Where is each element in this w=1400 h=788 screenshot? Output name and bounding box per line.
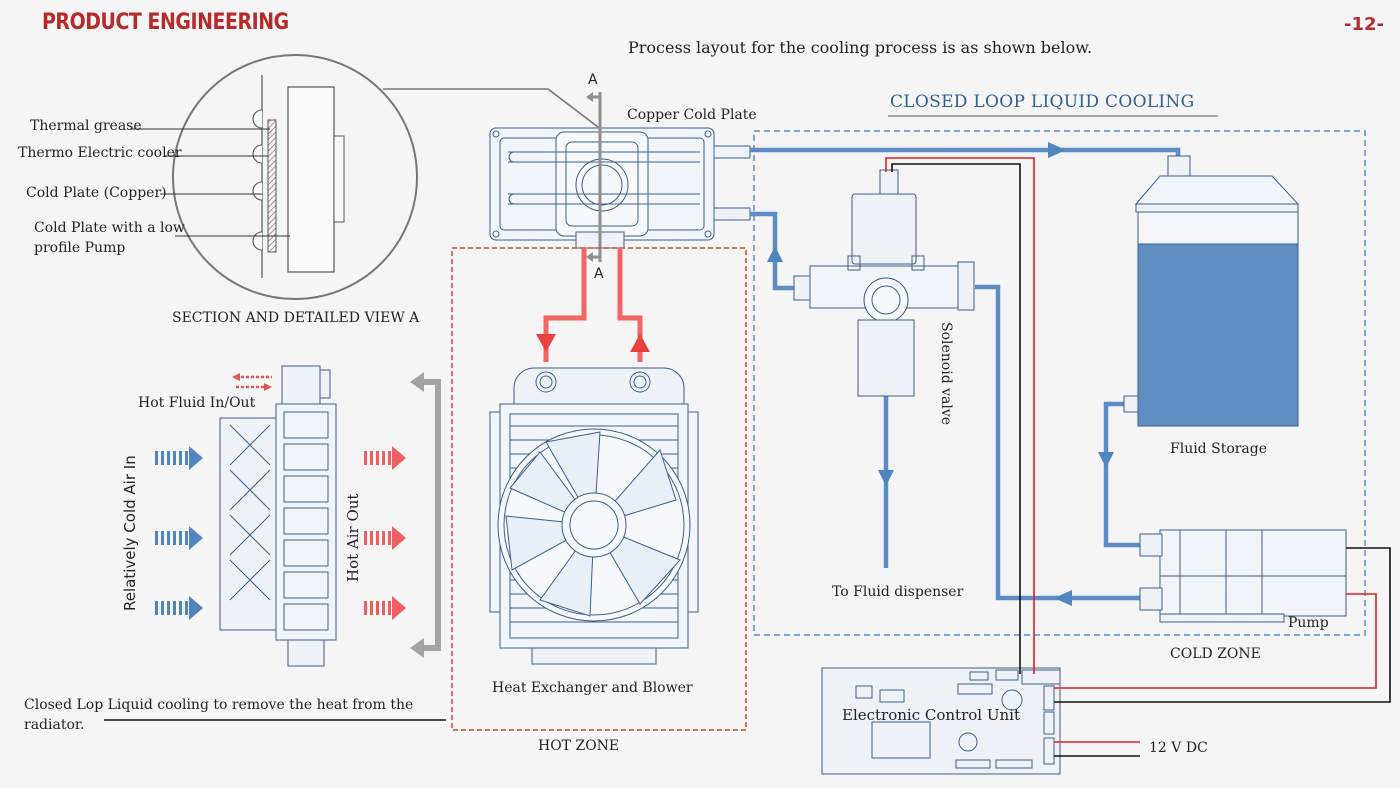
footnote-line-2: radiator. [24, 717, 85, 733]
closed-loop-title: CLOSED LOOP LIQUID COOLING [890, 92, 1195, 112]
label-cold-plate-pump-2: profile Pump [34, 240, 126, 256]
section-marker-top: A [588, 72, 598, 88]
label-cold-plate-pump-1: Cold Plate with a low [34, 220, 185, 236]
cold-air-label: Relatively Cold Air In [121, 455, 139, 611]
hot-fluid-arrows [232, 373, 272, 391]
intro-text: Process layout for the cooling process i… [628, 38, 1093, 57]
copper-cold-plate [489, 127, 751, 249]
hot-zone-label: HOT ZONE [538, 738, 620, 754]
label-cold-plate-copper: Cold Plate (Copper) [26, 185, 167, 201]
radiator-side-view [219, 365, 337, 667]
hot-air-arrows [364, 446, 406, 620]
brand-title: PRODUCT ENGINEERING [42, 10, 289, 35]
to-dispenser-label: To Fluid dispenser [832, 584, 964, 600]
ecu-label: Electronic Control Unit [842, 706, 1020, 724]
pump-label: Pump [1288, 615, 1329, 631]
heat-exchanger-label: Heat Exchanger and Blower [492, 680, 693, 696]
rotation-bracket [410, 372, 441, 658]
cold-plate-label: Copper Cold Plate [627, 107, 757, 123]
wiring [885, 157, 1391, 757]
cold-air-arrows [155, 446, 203, 620]
hot-fluid-lines [543, 248, 643, 362]
pump [1139, 529, 1347, 623]
section-caption: SECTION AND DETAILED VIEW A [172, 310, 420, 326]
page-number: -12- [1344, 14, 1384, 35]
coolant-lines [750, 147, 1181, 601]
fluid-storage-tank [1123, 155, 1300, 427]
section-line-a [586, 92, 602, 262]
heat-exchanger [489, 367, 699, 665]
hot-fluid-label: Hot Fluid In/Out [138, 395, 256, 411]
hot-zone-box [451, 247, 747, 731]
electronic-control-unit [821, 667, 1061, 775]
section-detail-view [130, 54, 599, 300]
fluid-storage-label: Fluid Storage [1170, 441, 1268, 457]
solenoid-valve [793, 169, 975, 397]
coolant-flow-arrows [767, 142, 1114, 606]
cold-zone-label: COLD ZONE [1170, 646, 1261, 662]
footnote-line-1: Closed Lop Liquid cooling to remove the … [24, 697, 414, 713]
cold-zone-box [753, 130, 1366, 636]
solenoid-valve-label: Solenoid valve [938, 322, 954, 426]
hot-air-label: Hot Air Out [344, 493, 362, 582]
label-thermal-grease: Thermal grease [30, 118, 142, 134]
power-label: 12 V DC [1149, 740, 1208, 756]
section-marker-bottom: A [594, 266, 604, 282]
label-thermo-electric-cooler: Thermo Electric cooler [18, 145, 182, 161]
